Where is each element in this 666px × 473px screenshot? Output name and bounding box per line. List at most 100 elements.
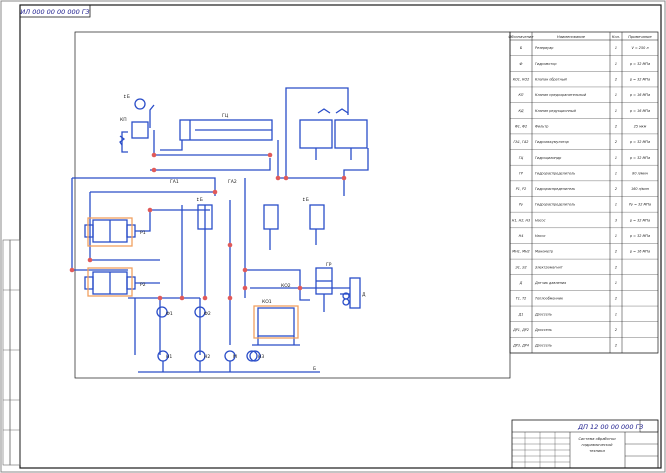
connection-nodes — [69, 152, 347, 301]
pipe — [121, 131, 128, 153]
spec-cell-name: Клапан редукционный — [535, 109, 577, 113]
drawing-designation: ДП 12 00 00 000 ГЗ — [577, 423, 643, 431]
relief-valve-kp — [131, 121, 149, 139]
gauge-top-left — [134, 98, 146, 110]
spec-cell-name: Клапан предохранительный — [535, 93, 587, 97]
spec-cell-note: р = 16 МПа — [629, 109, 650, 113]
spec-cell-note: 160 л/мин — [631, 187, 650, 191]
spec-cell-qty: 1 — [615, 234, 617, 238]
spec-cell-pos: Б — [520, 46, 523, 50]
spec-cell-qty: 2 — [615, 187, 617, 191]
top-stamp-text: ИЛ 000 00 00 000 ГЗ — [20, 8, 89, 16]
motor-m — [249, 350, 261, 362]
highlight-r2 — [87, 267, 133, 297]
spec-cell-name: Гидрораспределитель — [535, 187, 575, 191]
spec-cell-note: р = 32 МПа — [629, 156, 650, 160]
spec-cell-note: р = 16 МПа — [629, 250, 650, 254]
spec-header-cell: Обозначение — [509, 35, 535, 39]
spec-cell-name: Резервуар — [535, 46, 553, 50]
spec-cell-name: Теплообменник — [535, 297, 564, 301]
spec-cell-qty: 1 — [615, 109, 617, 113]
label-f1: Ф1 — [166, 311, 173, 317]
label-ko1: КО1 — [262, 299, 272, 305]
spec-cell-pos: КП — [519, 93, 524, 97]
label-f2: Ф2 — [204, 311, 211, 317]
valve-small-b — [263, 204, 279, 230]
label-b: Б — [313, 366, 316, 372]
valve-small-a — [197, 204, 213, 230]
component-labels: ↕Б ↕Б ↕Б КП ГЦ ГА1 ГА2 Р1 Р2 ГР Н1 Н2 Н3… — [120, 94, 366, 372]
spec-cell-note: р = 32 МПа — [629, 234, 650, 238]
pipe — [285, 87, 349, 178]
spec-cell-name: Фильтр — [535, 124, 548, 128]
spec-cell-pos: КД — [518, 109, 523, 113]
spec-cell-name: Манометр — [535, 250, 553, 254]
label-n3: Н3 — [258, 354, 264, 360]
spec-cell-qty: 2 — [615, 250, 617, 254]
hydraulic-schematic — [71, 87, 369, 373]
label-lg1: ↕Б — [123, 94, 130, 100]
spec-cell-note: Ру = 32 МПа — [629, 203, 651, 207]
top-stamp: ИЛ 000 00 00 000 ГЗ — [19, 4, 91, 18]
label-lg3: ↕Б — [302, 197, 309, 203]
spec-cell-qty: 1 — [615, 62, 617, 66]
pipe — [343, 148, 369, 196]
spec-cell-note: 80 л/мин — [632, 171, 648, 175]
pipe — [149, 104, 155, 128]
spec-cell-note: р = 32 МПа — [629, 78, 650, 82]
spec-cell-name: Датчик давления — [534, 281, 566, 285]
spec-cell-name: Дроссель — [534, 312, 552, 316]
spec-cell-name: Гидроцилиндр — [535, 156, 561, 160]
spec-cell-name: Клапан обратный — [535, 78, 568, 82]
label-ga2: ГА2 — [228, 179, 237, 185]
spec-cell-qty: 1 — [615, 203, 617, 207]
spec-row: ГЦ Гидроцилиндр 1 р = 32 МПа — [519, 156, 650, 160]
spec-cell-qty: 2 — [615, 297, 617, 301]
spec-cell-note: р = 32 МПа — [629, 62, 650, 66]
spec-cell-qty: 2 — [615, 328, 617, 332]
label-r2: Р2 — [140, 282, 146, 288]
spec-cell-name: Гидрораспределитель — [535, 203, 575, 207]
spec-header-cell: Примечание — [628, 35, 652, 39]
spec-cell-pos: Ф — [520, 62, 523, 66]
spec-cell-name: Насос — [535, 218, 546, 222]
spec-cell-pos: Д1 — [518, 312, 524, 316]
inner-frame — [19, 4, 662, 469]
valve-small-c — [309, 204, 325, 230]
title-line-3: техники — [589, 449, 605, 453]
spec-cell-qty: 3 — [615, 218, 617, 222]
spec-cell-pos: Ф1, Ф2 — [515, 124, 527, 128]
spec-cell-pos: ГР — [519, 171, 524, 175]
spec-cell-qty: 1 — [615, 93, 617, 97]
spec-header-cell: Кол. — [612, 35, 620, 39]
spec-cell-pos: ДР1, ДР2 — [512, 328, 529, 332]
spec-cell-pos: Н1, Н2, Н3 — [512, 218, 530, 222]
spec-cell-qty: 1 — [615, 156, 617, 160]
label-gc: ГЦ — [222, 113, 229, 119]
spec-cell-note: р = 16 МПа — [629, 93, 650, 97]
spec-cell-name: Электромагнит — [534, 265, 564, 269]
label-n1: Н1 — [166, 354, 172, 360]
spec-row: Т1, Т2 Теплообменник 2 — [516, 297, 617, 301]
pipe — [135, 209, 210, 232]
spec-cell-note: р = 32 МПа — [629, 140, 650, 144]
spec-cell-pos: ГЦ — [519, 156, 524, 160]
spec-row: КП Клапан предохранительный 1 р = 16 МПа — [519, 93, 651, 97]
spec-cell-name: Гидрораспределитель — [535, 171, 575, 175]
spec-cell-pos: Т1, Т2 — [516, 297, 527, 301]
title-block — [511, 419, 659, 469]
label-gr: ГР — [326, 262, 332, 268]
spring — [119, 135, 126, 146]
spec-cell-qty: 2 — [615, 140, 617, 144]
